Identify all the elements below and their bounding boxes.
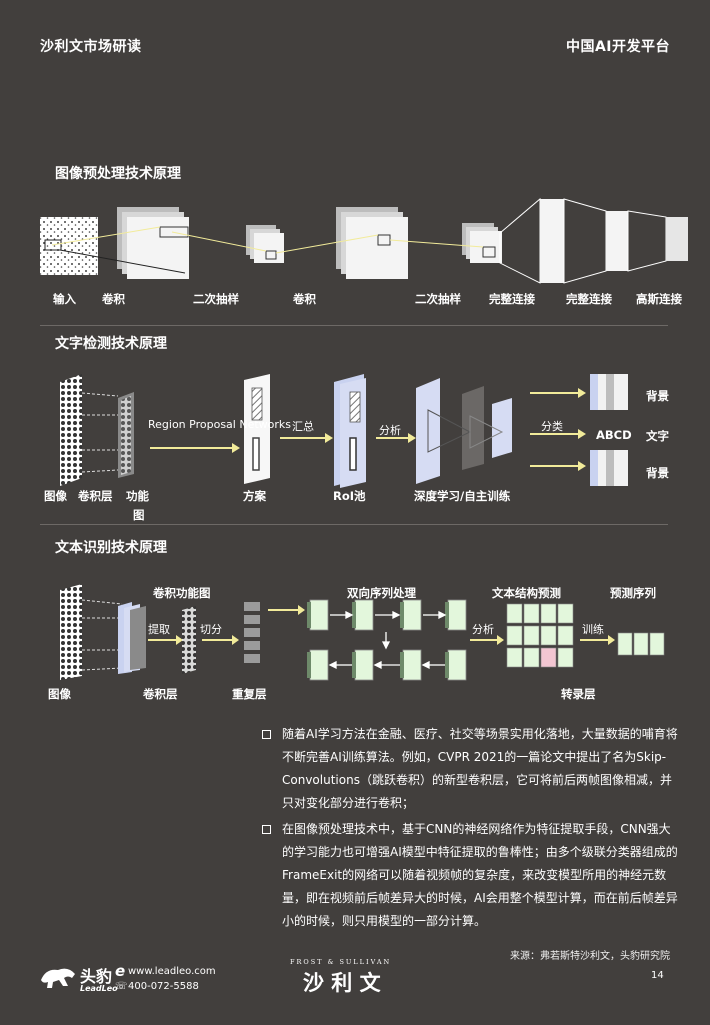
list-item: 随着AI学习方法在金融、医疗、社交等场景实用化落地，大量数据的哺育将不断完善AI…	[262, 723, 682, 815]
s3-label-conv: 卷积层	[143, 687, 178, 701]
bullet-text: 在图像预处理技术中，基于CNN的神经网络作为特征提取手段，CNN强大的学习能力也…	[282, 822, 678, 928]
section2-title: 文字检测技术原理	[55, 336, 167, 352]
text-recognition-diagram	[60, 584, 665, 681]
s1-label-fc1: 完整连接	[489, 292, 535, 306]
struct-label: 文本结构预测	[492, 586, 561, 600]
s1-label-sub2: 二次抽样	[415, 292, 461, 306]
input-image	[60, 374, 82, 486]
conv-map-label: 卷积功能图	[153, 586, 211, 600]
page-number: 14	[651, 970, 664, 981]
s2-label-image: 图像	[44, 489, 67, 503]
s1-label-conv2: 卷积	[293, 292, 316, 306]
s2-label-roi: RoI池	[333, 489, 366, 503]
brand-name: 头豹	[80, 967, 113, 986]
list-item: 在图像预处理技术中，基于CNN的神经网络作为特征提取手段，CNN强大的学习能力也…	[262, 818, 682, 933]
s3-analyze-label: 分析	[472, 623, 494, 636]
rpn-label: Region Proposal Networks	[148, 418, 291, 431]
frost-sullivan-cn: 沙 利 文	[303, 971, 381, 995]
e-icon: e	[115, 962, 126, 980]
bullet-text: 随着AI学习方法在金融、医疗、社交等场景实用化落地，大量数据的哺育将不断完善AI…	[282, 727, 678, 810]
section3-title: 文本识别技术原理	[55, 540, 167, 556]
s3-label-image: 图像	[48, 687, 71, 701]
s2-label-proposal: 方案	[243, 489, 266, 503]
proposal-panel	[244, 374, 270, 484]
s2-label-conv: 卷积层	[78, 489, 113, 503]
out-bg2: 背景	[646, 466, 669, 480]
header-right: 中国AI开发平台	[565, 39, 670, 55]
input-image	[40, 217, 98, 275]
checkbox-bullet-icon	[262, 730, 271, 739]
bidir-label: 双向序列处理	[347, 586, 416, 600]
out-bg1: 背景	[646, 389, 669, 403]
predict-label: 预测序列	[610, 586, 656, 600]
bullet-list: 随着AI学习方法在金融、医疗、社交等场景实用化落地，大量数据的哺育将不断完善AI…	[262, 723, 682, 933]
frost-sullivan-en: FROST & SULLIVAN	[290, 958, 392, 966]
s1-label-fc2: 完整连接	[566, 292, 612, 306]
abcd-label: ABCD	[596, 428, 632, 442]
summary-label: 汇总	[292, 420, 314, 433]
extract-label: 提取	[148, 623, 170, 636]
leopard-logo-icon	[38, 960, 78, 992]
s2-analyze-label: 分析	[379, 424, 401, 437]
train-label: 训练	[582, 623, 604, 636]
divider	[40, 524, 668, 525]
phone-icon: ☏	[115, 981, 128, 992]
s3-label-transcribe: 转录层	[561, 687, 596, 701]
divider	[40, 325, 668, 326]
s1-label-conv1: 卷积	[102, 292, 125, 306]
s1-label-input: 输入	[53, 292, 76, 306]
header-left: 沙利文市场研读	[40, 39, 142, 55]
brand-en: LeadLeo	[80, 984, 118, 993]
phone: 400-072-5588	[128, 981, 199, 992]
text-detection-diagram	[60, 374, 628, 488]
website: www.leadleo.com	[128, 966, 216, 977]
input-image	[60, 584, 82, 680]
s1-label-gauss: 高斯连接	[636, 292, 682, 306]
classify-label: 分类	[541, 420, 563, 433]
s3-label-repeat: 重复层	[232, 687, 267, 701]
out-text: 文字	[646, 429, 669, 443]
cut-label: 切分	[200, 623, 222, 636]
s2-label-deep: 深度学习/自主训练	[414, 489, 511, 503]
image-preprocessing-diagram	[40, 197, 688, 284]
s2-label-feature2: 图	[133, 508, 145, 522]
s1-label-sub1: 二次抽样	[193, 292, 239, 306]
s2-label-feature: 功能	[126, 489, 149, 503]
source-note: 来源：弗若斯特沙利文，头豹研究院	[510, 951, 670, 962]
section1-title: 图像预处理技术原理	[55, 166, 181, 182]
checkbox-bullet-icon	[262, 825, 271, 834]
